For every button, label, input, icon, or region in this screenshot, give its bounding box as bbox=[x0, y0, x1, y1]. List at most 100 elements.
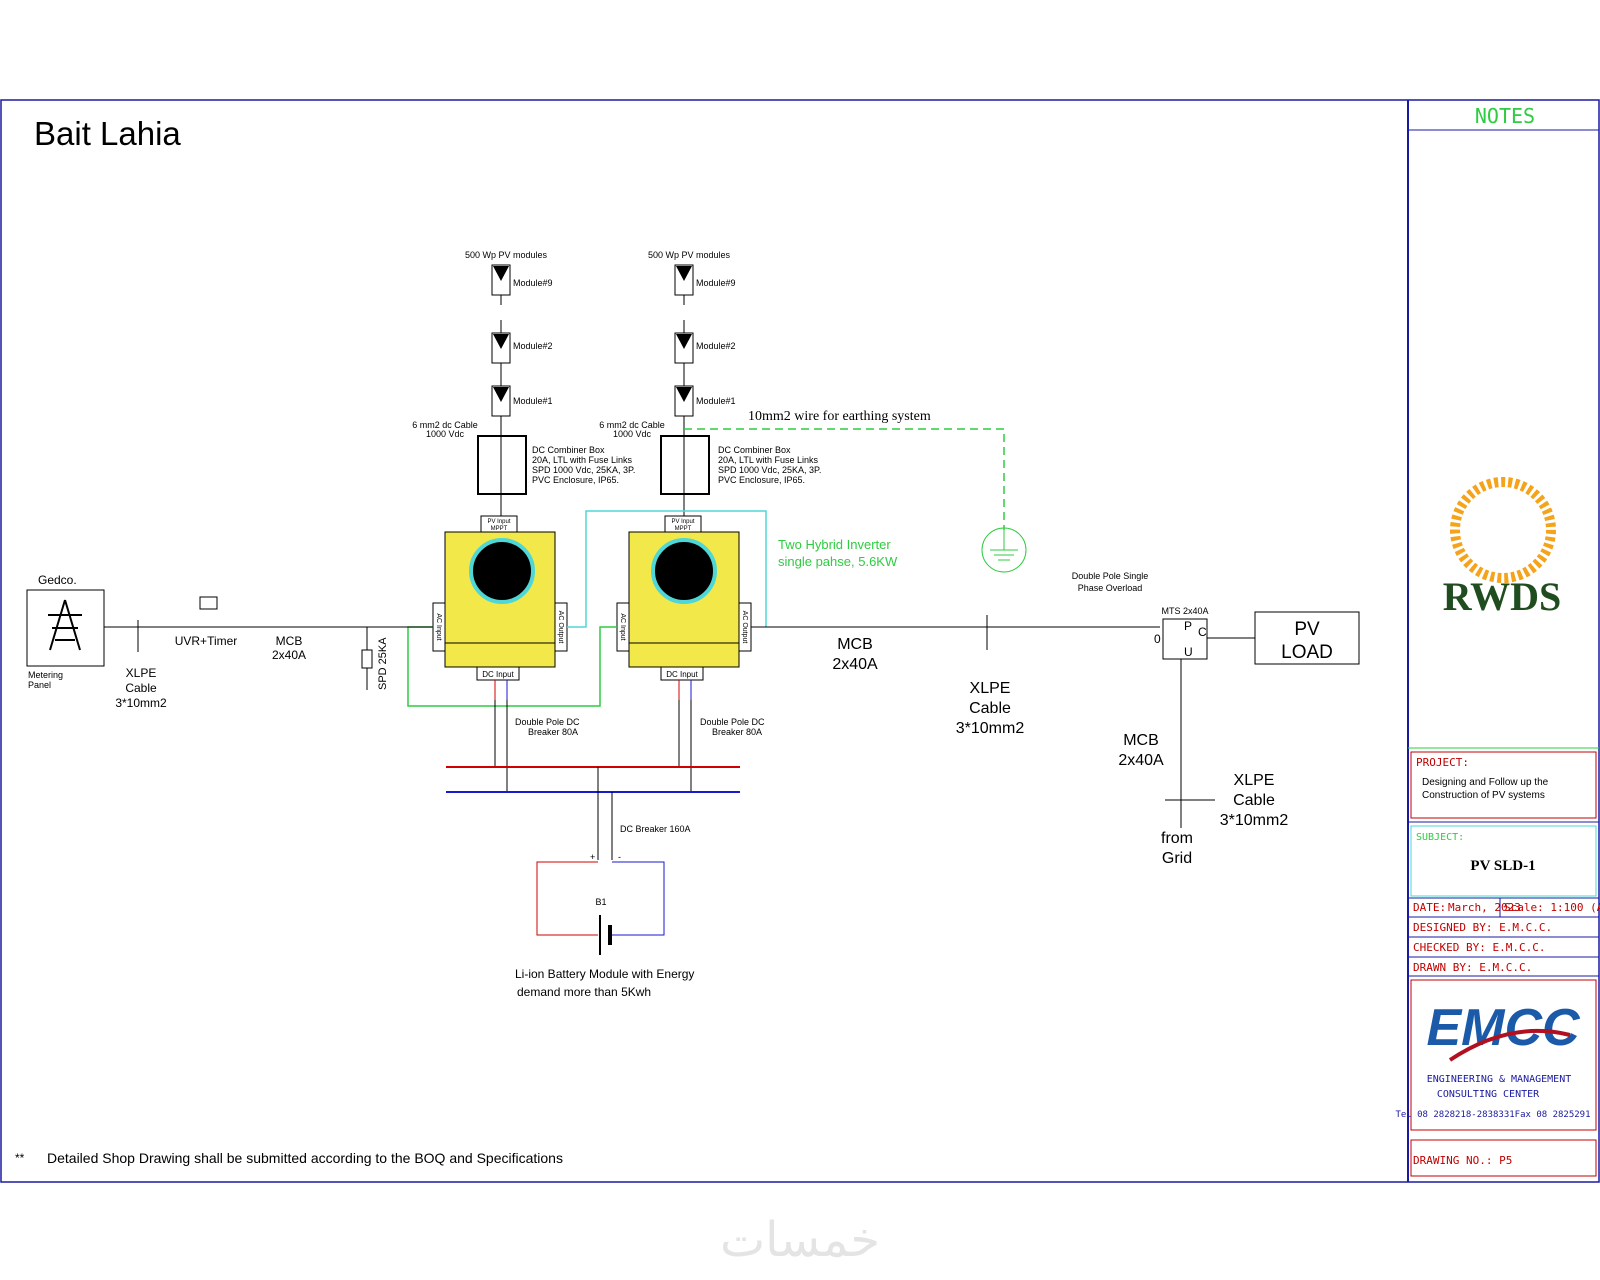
pv_strings-0-combiner-3-label: PVC Enclosure, IP65. bbox=[532, 475, 619, 485]
pv_strings-0-modules-1-label: Module#2 bbox=[513, 341, 553, 351]
notes-header: NOTES bbox=[1475, 104, 1535, 128]
battery-minus-label: - bbox=[618, 852, 621, 862]
pv_strings-0-modules-0-label: Module#9 bbox=[513, 278, 553, 288]
transmission-tower-icon bbox=[48, 599, 82, 651]
inverter-ac_input-label: AC Input bbox=[435, 613, 442, 640]
output_side-mts_positions-3-label: U bbox=[1184, 645, 1193, 659]
output_side-from_grid-0-label: from bbox=[1161, 830, 1193, 847]
watermark: خمسات bbox=[720, 1212, 880, 1268]
pv_strings-1-cable-1-label: 1000 Vdc bbox=[613, 429, 652, 439]
dc-combiner-box bbox=[660, 435, 710, 495]
output_side-grid_mcb-1-label: 2x40A bbox=[1118, 752, 1164, 769]
mts-switch bbox=[1162, 618, 1208, 660]
battery-breaker-label: DC Breaker 160A bbox=[620, 824, 691, 834]
title_block-company-0-label: ENGINEERING & MANAGEMENT bbox=[1427, 1074, 1572, 1085]
output_side-mts_positions-0-label: 0 bbox=[1154, 632, 1161, 646]
pv_strings-0-modules-2-label: Module#1 bbox=[513, 396, 553, 406]
title_block-subject_label-label: SUBJECT: bbox=[1416, 832, 1464, 843]
footnote-marker: ** bbox=[15, 1151, 25, 1165]
title_block-scale-label: Scale: 1:100 (A3) bbox=[1504, 901, 1600, 914]
title_block-designed-label: DESIGNED BY: E.M.C.C. bbox=[1413, 921, 1552, 934]
pv_strings-1-combiner-0-label: DC Combiner Box bbox=[718, 445, 791, 455]
output_side-grid_mcb-0-label: MCB bbox=[1123, 732, 1159, 749]
inverter-label: Two Hybrid Inverter bbox=[778, 537, 891, 552]
inverter-dc_breaker-1-label: Breaker 80A bbox=[712, 727, 762, 737]
battery-id-label: B1 bbox=[595, 897, 606, 907]
battery-label-1-label: demand more than 5Kwh bbox=[517, 985, 651, 999]
drawing-frame bbox=[0, 99, 1600, 1183]
inverter-dc_input-label: DC Input bbox=[666, 670, 698, 679]
footnote: Detailed Shop Drawing shall be submitted… bbox=[47, 1150, 563, 1166]
earth-icon bbox=[981, 527, 1027, 573]
inverter-pv_input-0-label: PV Input bbox=[671, 519, 694, 525]
title-block: RWDS PROJECT: Designing and Follow up th… bbox=[1395, 477, 1600, 1177]
pv_strings-1-modules-1-label: Module#2 bbox=[696, 341, 736, 351]
output_side-xlpe-0-label: XLPE bbox=[970, 680, 1011, 697]
timer-icon bbox=[199, 596, 218, 610]
pv_strings-1-modules-0-label: Module#9 bbox=[696, 278, 736, 288]
earthing_label-label: 10mm2 wire for earthing system bbox=[748, 409, 931, 424]
inverter-dc_breaker-0-label: Double Pole DC bbox=[515, 717, 580, 727]
title_block-drawn-label: DRAWN BY: E.M.C.C. bbox=[1413, 961, 1532, 974]
output_side-grid_xlpe-0-label: XLPE bbox=[1234, 772, 1275, 789]
grid_side-gedco-label: Gedco. bbox=[38, 573, 77, 587]
rwds-logo: RWDS bbox=[1443, 477, 1562, 619]
inverter-dc_breaker-1-label: Breaker 80A bbox=[528, 727, 578, 737]
output_side-mcb-0-label: MCB bbox=[837, 636, 873, 653]
title_block-company-1-label: CONSULTING CENTER bbox=[1437, 1089, 1540, 1100]
output_side-load-0-label: PV bbox=[1294, 619, 1320, 640]
title_block-checked-label: CHECKED BY: E.M.C.C. bbox=[1413, 941, 1545, 954]
pv_strings-1-cable-0-label: 6 mm2 dc Cable bbox=[599, 420, 665, 430]
title_block-rwds_logo-label: RWDS bbox=[1443, 574, 1562, 619]
output_side-xlpe-2-label: 3*10mm2 bbox=[956, 720, 1025, 737]
pv_strings-1-combiner-1-label: 20A, LTL with Fuse Links bbox=[718, 455, 819, 465]
grid_side-xlpe-0-label: XLPE bbox=[126, 666, 157, 680]
inverter-pv_input-1-label: MPPT bbox=[491, 526, 508, 532]
output_side-mcb-1-label: 2x40A bbox=[832, 656, 878, 673]
output_side-from_grid-1-label: Grid bbox=[1162, 850, 1192, 867]
inverter-ac_output-label: AC Output bbox=[741, 611, 748, 644]
pv_strings-1-modules-2-label: Module#1 bbox=[696, 396, 736, 406]
output_side-mts_positions-1-label: P bbox=[1184, 619, 1192, 633]
output-side: MCB 2x40A XLPE Cable 3*10mm2 Double Pole… bbox=[751, 571, 1360, 867]
inverter-pv_input-0-label: PV Input bbox=[487, 519, 510, 525]
inverter-label: single pahse, 5.6KW bbox=[778, 554, 898, 569]
output_side-grid_xlpe-1-label: Cable bbox=[1233, 792, 1275, 809]
pv_strings-0-combiner-1-label: 20A, LTL with Fuse Links bbox=[532, 455, 633, 465]
battery-module: + - B1 Li-ion Battery Module with Energy… bbox=[515, 852, 694, 999]
pv-load-box bbox=[1254, 611, 1360, 665]
pv_strings-1-combiner-2-label: SPD 1000 Vdc, 25KA, 3P. bbox=[718, 465, 821, 475]
grid_side-mcb-1-label: 2x40A bbox=[272, 648, 306, 662]
pv_strings-0-combiner-0-label: DC Combiner Box bbox=[532, 445, 605, 455]
title_block-drawing_no-label: DRAWING NO.: P5 bbox=[1413, 1154, 1512, 1167]
title_block-subject-label: PV SLD-1 bbox=[1470, 858, 1535, 874]
title_block-project_label-label: PROJECT: bbox=[1416, 756, 1469, 769]
output_side-mts-label: MTS 2x40A bbox=[1161, 606, 1208, 616]
title_block-project-1-label: Construction of PV systems bbox=[1422, 790, 1545, 801]
inverter-2: PV Input MPPT AC Input AC Output DC Inpu… bbox=[616, 515, 752, 681]
title_block-date-label: March, 2023 bbox=[1448, 901, 1521, 914]
pv_strings-1-header-label: 500 Wp PV modules bbox=[648, 250, 731, 260]
battery-plus-label: + bbox=[590, 852, 595, 862]
grid_side-metering-1-label: Panel bbox=[28, 680, 51, 690]
dc-combiner-box bbox=[477, 435, 527, 495]
pv_strings-0-cable-1-label: 1000 Vdc bbox=[426, 429, 465, 439]
spd-icon bbox=[361, 649, 373, 669]
grid_side-xlpe-2-label: 3*10mm2 bbox=[115, 696, 167, 710]
title_block-emcc_logo-label: EMCC bbox=[1426, 999, 1581, 1057]
pv_strings-0-cable-0-label: 6 mm2 dc Cable bbox=[412, 420, 478, 430]
emcc-logo: EMCC bbox=[1426, 999, 1581, 1062]
inverter-ac_input-label: AC Input bbox=[619, 613, 626, 640]
battery-label-0-label: Li-ion Battery Module with Energy bbox=[515, 967, 694, 981]
output_side-overload-0-label: Double Pole Single bbox=[1072, 571, 1149, 581]
output_side-overload-1-label: Phase Overload bbox=[1078, 583, 1143, 593]
output_side-load-1-label: LOAD bbox=[1281, 642, 1333, 663]
grid_side-mcb-0-label: MCB bbox=[276, 634, 303, 648]
page-title: Bait Lahia bbox=[34, 115, 181, 152]
grid_side-uvr-label: UVR+Timer bbox=[175, 634, 238, 648]
title_block-contact-label: Tel 08 2828218-2838331Fax 08 2825291 bbox=[1395, 1110, 1590, 1120]
output_side-grid_xlpe-2-label: 3*10mm2 bbox=[1220, 812, 1289, 829]
grid_side-metering-0-label: Metering bbox=[28, 670, 63, 680]
